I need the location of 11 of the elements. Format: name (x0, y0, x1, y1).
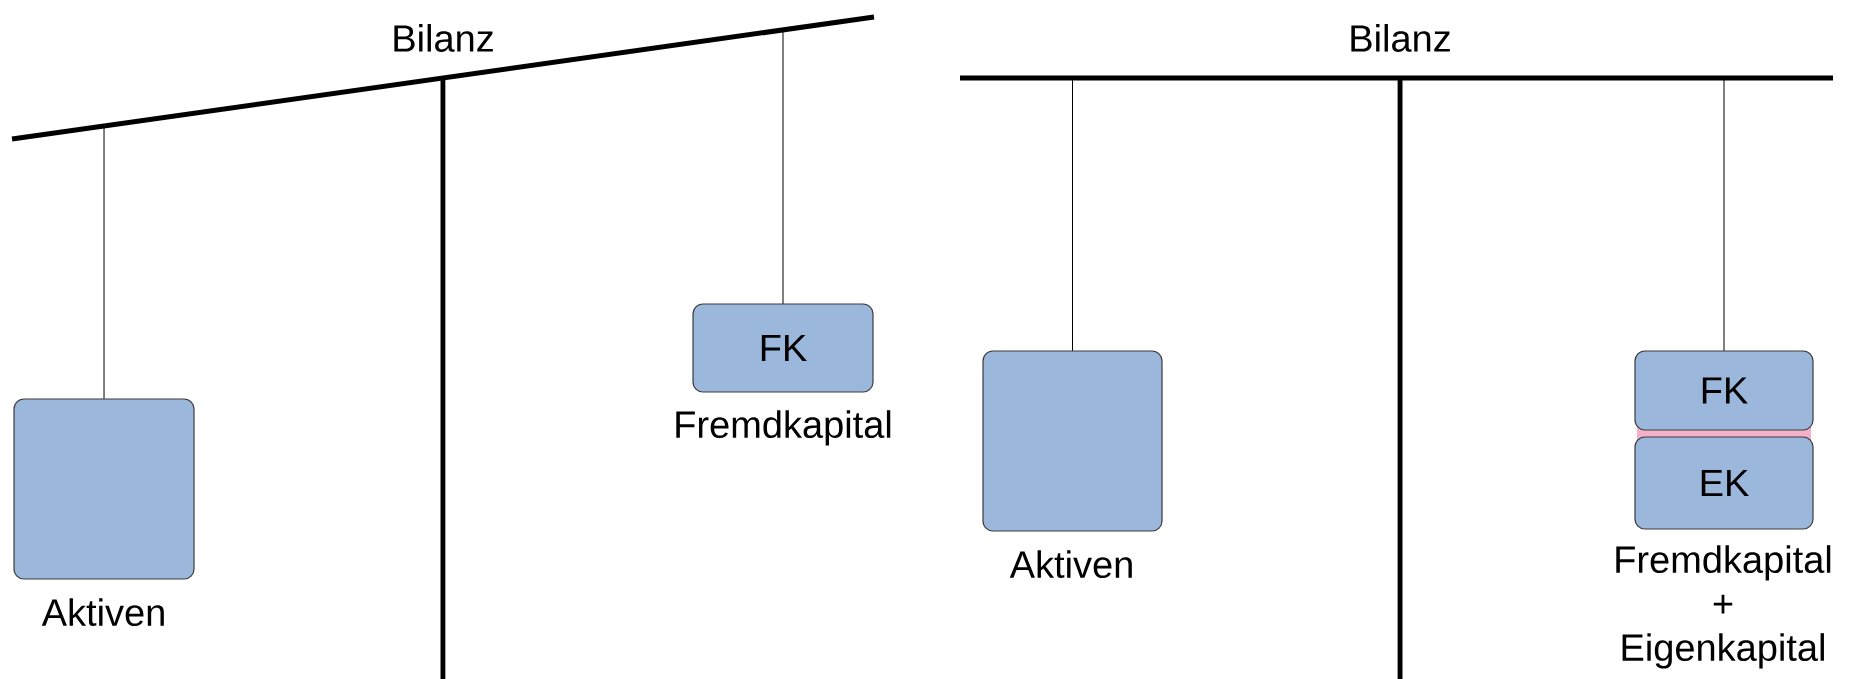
title-label: Bilanz (394, 24, 493, 52)
empty-box (982, 350, 1163, 532)
empty-box (13, 398, 195, 580)
node-label: Fremdkapital + Eigenkapital (1616, 545, 1831, 669)
node-label: Fremdkapital (676, 410, 891, 446)
text-box: FK (692, 303, 874, 393)
node-label: Aktiven (1009, 550, 1132, 579)
text-box: EK (1634, 436, 1814, 530)
node-label: Aktiven (41, 598, 164, 627)
text-box: FK (1634, 350, 1814, 431)
title-label: Bilanz (1351, 24, 1450, 52)
